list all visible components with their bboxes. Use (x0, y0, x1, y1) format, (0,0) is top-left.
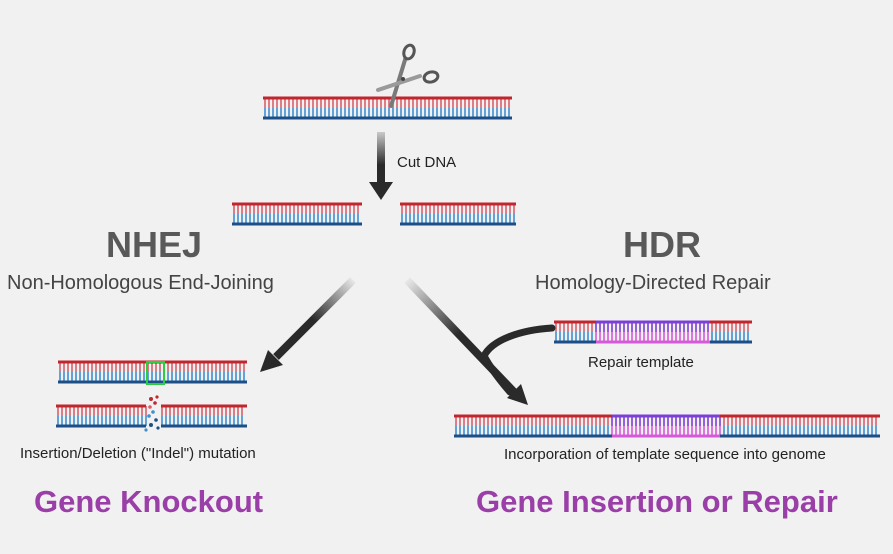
down-arrow-icon (369, 132, 393, 200)
scissors-icon (376, 43, 440, 108)
hdr-subtitle: Homology-Directed Repair (535, 272, 771, 294)
dna-strand-intact (263, 96, 512, 120)
dna-strand-insertion (58, 360, 247, 384)
dna-strand-deletion (56, 404, 247, 428)
indel-mutation-label: Insertion/Deletion ("Indel") mutation (20, 445, 256, 462)
gene-insertion-outcome: Gene Insertion or Repair (476, 484, 838, 519)
nhej-title: NHEJ (106, 224, 203, 265)
branch-arrow-icon (404, 277, 528, 405)
nhej-subtitle: Non-Homologous End-Joining (7, 272, 274, 294)
insertion-highlight (146, 361, 165, 385)
step-label-cut-dna: Cut DNA (397, 154, 457, 171)
curved-arrow-icon (480, 324, 556, 396)
dna-strand-incorporated (454, 414, 880, 438)
repair-template-label: Repair template (588, 354, 694, 371)
repair-template-strand (554, 320, 752, 344)
incorporation-label: Incorporation of template sequence into … (504, 446, 826, 463)
hdr-title: HDR (623, 224, 701, 265)
gene-knockout-outcome: Gene Knockout (34, 484, 264, 519)
deletion-fragments (144, 395, 160, 432)
dna-strand-cut-right (400, 202, 516, 226)
dna-strand-cut-left (232, 202, 362, 226)
branch-arrow-icon (260, 277, 356, 372)
